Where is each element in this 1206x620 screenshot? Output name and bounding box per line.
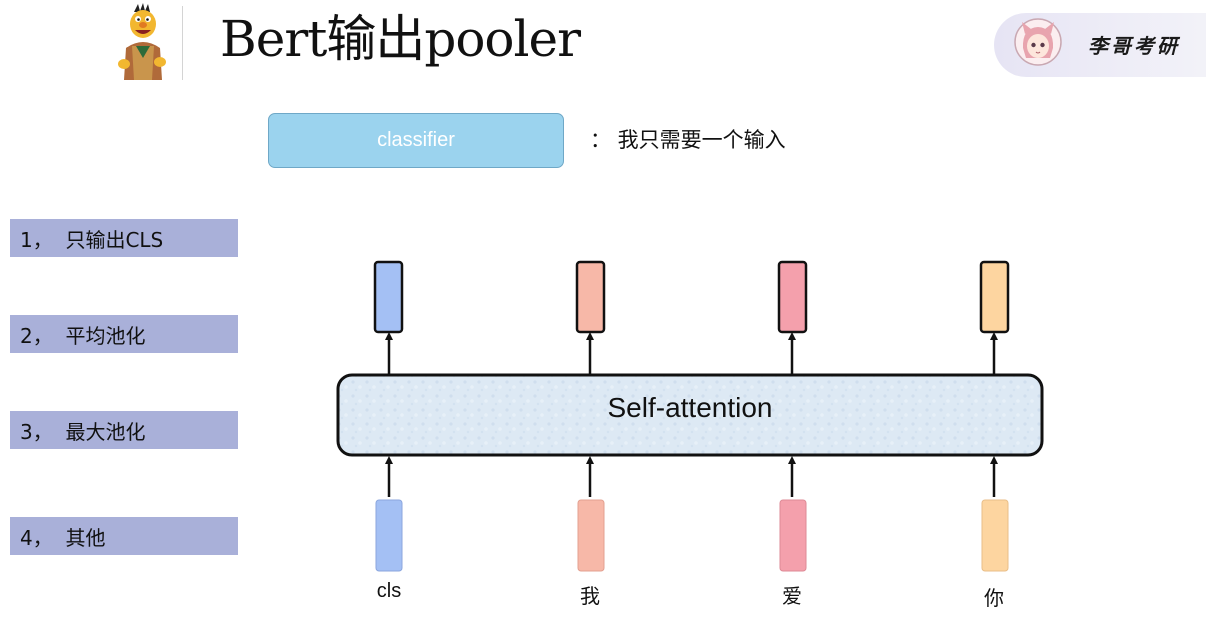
method-item-max-pooling: 3， 最大池化 [10, 411, 238, 449]
token-label-cls: cls [376, 580, 402, 602]
input-vector-ai [779, 499, 807, 572]
page-title: Bert输出pooler [220, 10, 581, 68]
self-attention-block [336, 373, 1044, 457]
input-vector-ni [981, 499, 1009, 572]
output-vector-wo [575, 260, 606, 334]
token-label-ni: 你 [984, 586, 1004, 610]
classifier-note: ： 我只需要一个输入 [590, 128, 786, 152]
classifier-box: classifier [268, 113, 564, 168]
brand-name: 李哥考研 [1088, 34, 1180, 58]
header-divider [182, 6, 183, 80]
method-item-mean-pooling: 2， 平均池化 [10, 315, 238, 353]
self-attention-label: Self-attention [607, 392, 773, 423]
output-vector-ni [979, 260, 1010, 334]
output-vector-cls [373, 260, 404, 334]
method-item-other: 4， 其他 [10, 517, 238, 555]
token-label-ai: 爱 [782, 584, 802, 608]
method-item-cls: 1， 只输出CLS [10, 219, 238, 257]
mascot-icon [118, 3, 166, 80]
input-vector-cls [375, 499, 403, 572]
token-label-wo: 我 [580, 584, 600, 608]
avatar-icon [1014, 18, 1062, 66]
output-vector-ai [777, 260, 808, 334]
input-vector-wo [577, 499, 605, 572]
